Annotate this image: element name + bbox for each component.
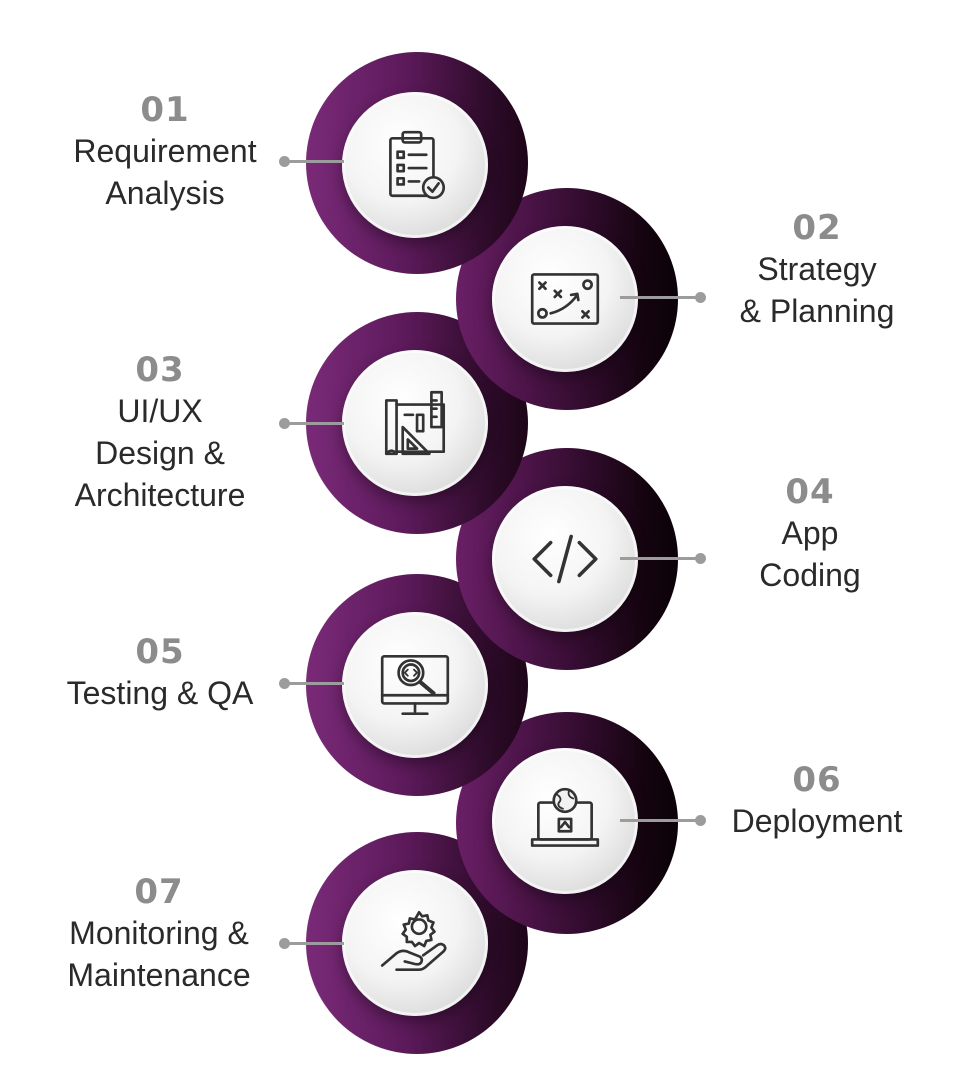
step-07-number: 07 xyxy=(134,872,184,912)
step-06-dot xyxy=(695,815,706,826)
step-01-dot xyxy=(279,156,290,167)
step-02-connector xyxy=(620,296,702,299)
step-05-title-line-1: Testing & QA xyxy=(66,675,254,711)
laptop-globe-upload-icon xyxy=(530,787,600,847)
step-06-number: 06 xyxy=(792,760,842,800)
step-03-title-line-3: Architecture xyxy=(74,477,246,513)
step-05-connector xyxy=(286,682,344,685)
step-02-label: 02 Strategy & Planning xyxy=(712,208,922,332)
hand-gear-icon xyxy=(380,910,447,971)
step-04-dot xyxy=(695,553,706,564)
step-04-disc xyxy=(492,486,638,632)
monitor-magnifier-icon xyxy=(380,654,450,716)
step-03-connector xyxy=(286,422,344,425)
step-02-title-line-2: & Planning xyxy=(739,293,895,329)
step-01-disc xyxy=(342,92,488,238)
step-05-disc xyxy=(342,612,488,758)
blueprint-ruler-icon xyxy=(384,390,446,456)
step-04-label: 04 App Coding xyxy=(712,472,908,596)
step-01-label: 01 Requirement Analysis xyxy=(50,90,280,214)
step-01-connector xyxy=(286,160,344,163)
step-06-label: 06 Deployment xyxy=(712,760,922,842)
strategy-board-icon xyxy=(530,273,600,325)
step-07-dot xyxy=(279,938,290,949)
step-05-label: 05 Testing & QA xyxy=(50,632,270,714)
step-07-label: 07 Monitoring & Maintenance xyxy=(44,872,274,996)
step-02-disc xyxy=(492,226,638,372)
step-03-number: 03 xyxy=(135,350,185,390)
step-07-connector xyxy=(286,942,344,945)
step-03-title-line-2: Design & xyxy=(95,435,225,471)
step-04-title-line-1: App xyxy=(781,515,839,551)
step-05-dot xyxy=(279,678,290,689)
step-03-title-line-1: UI/UX xyxy=(117,393,203,429)
step-03-dot xyxy=(279,418,290,429)
step-04-number: 04 xyxy=(785,472,835,512)
step-05-number: 05 xyxy=(135,632,185,672)
code-brackets-icon xyxy=(532,534,598,584)
step-02-title-line-1: Strategy xyxy=(757,251,877,287)
step-06-connector xyxy=(620,819,702,822)
step-04-connector xyxy=(620,557,702,560)
step-03-label: 03 UI/UX Design & Architecture xyxy=(50,350,270,516)
step-01-title-line-2: Analysis xyxy=(105,175,225,211)
step-07-title-line-2: Maintenance xyxy=(67,957,251,993)
clipboard-checklist-icon xyxy=(389,130,446,200)
step-02-number: 02 xyxy=(792,208,842,248)
step-06-title-line-1: Deployment xyxy=(731,803,903,839)
step-03-disc xyxy=(342,350,488,496)
step-04-title-line-2: Coding xyxy=(759,557,861,593)
step-01-number: 01 xyxy=(140,90,190,130)
step-01-title-line-1: Requirement xyxy=(73,133,257,169)
step-07-disc xyxy=(342,870,488,1016)
step-02-dot xyxy=(695,292,706,303)
step-06-disc xyxy=(492,748,638,894)
step-07-title-line-1: Monitoring & xyxy=(69,915,249,951)
